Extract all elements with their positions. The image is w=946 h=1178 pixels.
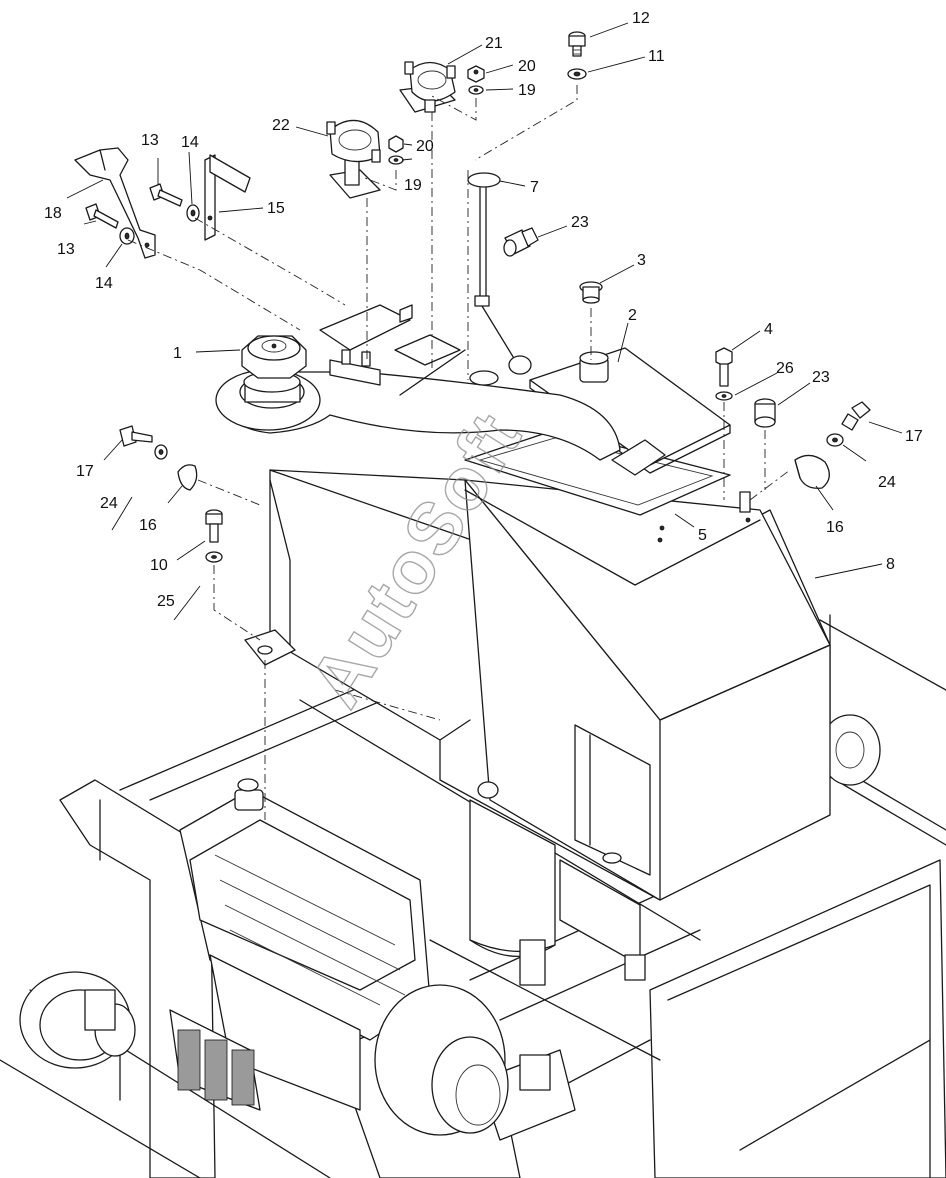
engine-assembly: [19, 778, 551, 1136]
bracket-15: [204, 154, 251, 241]
callout-21: 21: [485, 35, 503, 52]
bolt-12: [568, 31, 586, 57]
callout-22: 22: [272, 117, 290, 134]
callout-16-left: 16: [139, 517, 157, 534]
callout-26: 26: [776, 360, 794, 377]
leader-lines: [66, 22, 903, 621]
callout-19-lower: 19: [404, 177, 422, 194]
clip-16-right: [794, 454, 830, 489]
washer-26: [715, 391, 733, 401]
callout-24-left: 24: [100, 495, 118, 512]
bolt-4: [715, 347, 733, 387]
gasket-5: [464, 429, 731, 516]
tank-support-column: [469, 799, 646, 986]
callout-25: 25: [157, 593, 175, 610]
fitting-23-right: [739, 398, 776, 513]
callout-13-upper: 13: [141, 132, 159, 149]
washer-25: [205, 551, 223, 563]
callout-11: 11: [648, 48, 665, 65]
callout-10: 10: [150, 557, 168, 574]
nut-20-top: [467, 65, 485, 83]
callout-18: 18: [44, 205, 62, 222]
clamp-22: [326, 119, 381, 199]
washer-11: [567, 68, 587, 80]
fuel-tank-8: [244, 469, 831, 901]
clamp-21: [399, 61, 456, 113]
callout-19-upper: 19: [518, 82, 536, 99]
mounting-blocks: [319, 304, 466, 396]
clip-16-left: [177, 464, 198, 491]
fitting-23-top: [503, 227, 539, 257]
callout-17-right: 17: [905, 428, 923, 445]
washer-14-lower: [119, 227, 135, 245]
fuel-level-sender-7: [467, 172, 532, 386]
callout-20-upper: 20: [518, 58, 536, 75]
callout-7: 7: [530, 179, 539, 196]
callout-14-upper: 14: [181, 134, 199, 151]
callout-16-right: 16: [826, 519, 844, 536]
plug-3: [579, 281, 603, 304]
assembly-centerlines: [127, 85, 791, 820]
bolt-17-right: [841, 401, 871, 431]
callout-13-lower: 13: [57, 241, 75, 258]
bracket-18: [74, 147, 156, 259]
callout-12: 12: [632, 10, 650, 27]
bolt-10: [205, 509, 223, 543]
washer-19: [388, 155, 404, 165]
callout-23-right: 23: [812, 369, 830, 386]
callout-8: 8: [886, 556, 895, 573]
callout-15: 15: [267, 200, 285, 217]
washer-24-left: [154, 444, 168, 460]
callout-17-left: 17: [76, 463, 94, 480]
washer-24-right: [826, 433, 844, 447]
bolt-13-lower: [85, 203, 119, 229]
nut-20: [388, 135, 404, 153]
callout-4: 4: [764, 321, 773, 338]
callout-1: 1: [173, 345, 182, 362]
callout-3: 3: [637, 252, 646, 269]
washer-19-top: [468, 85, 484, 95]
callout-labels: 1 2 3 4 5 7 8 10 11 12 13 13 14 14 15 16…: [44, 10, 923, 610]
callout-2: 2: [628, 307, 637, 324]
bolt-13-upper: [149, 183, 183, 207]
bolt-17-left: [119, 425, 153, 447]
callout-23-top: 23: [571, 214, 589, 231]
callout-14-lower: 14: [95, 275, 113, 292]
filler-cap-1: [241, 335, 307, 379]
callout-20-lower: 20: [416, 138, 434, 155]
callout-24-right: 24: [878, 474, 896, 491]
washer-14-upper: [186, 204, 200, 222]
callout-5: 5: [698, 527, 707, 544]
